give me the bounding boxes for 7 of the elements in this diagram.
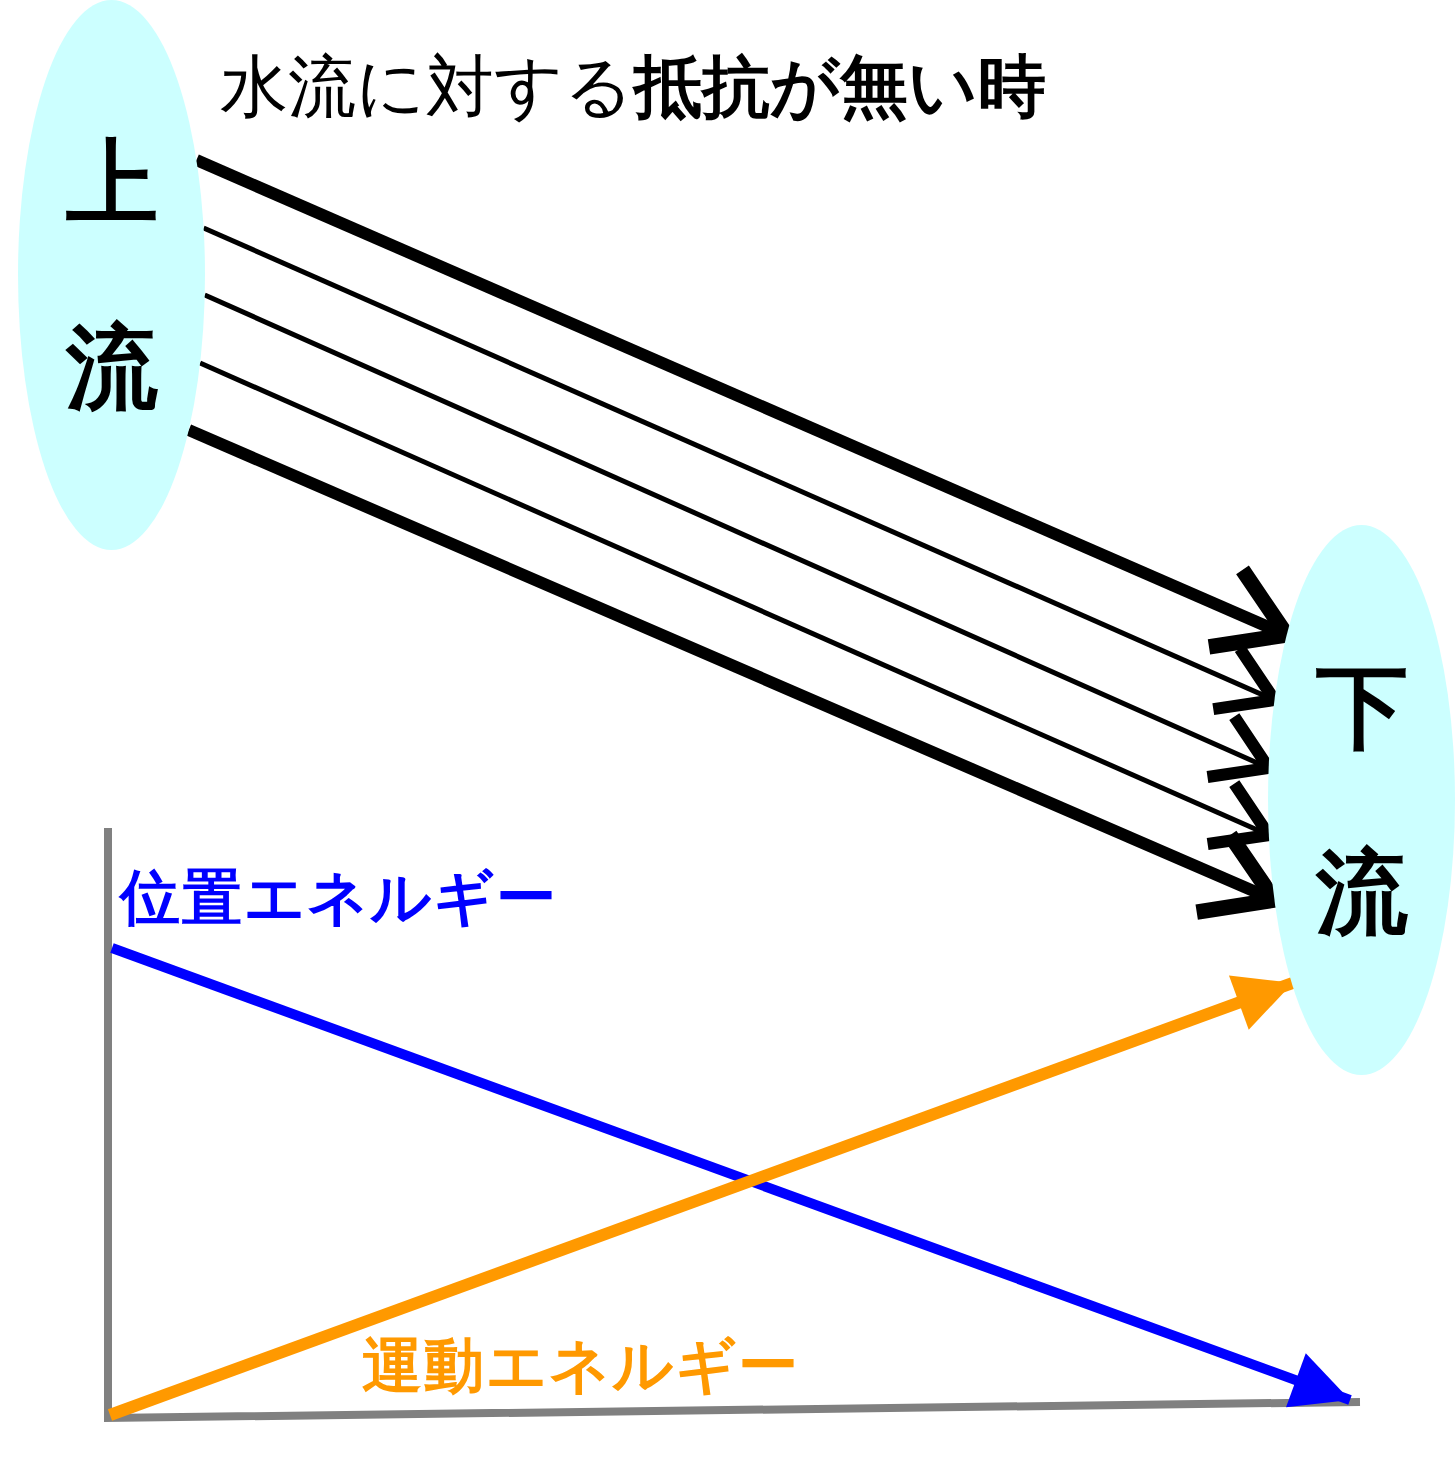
- title: 水流に対する抵抗が無い時: [220, 46, 1046, 128]
- ellipse-node: [1268, 525, 1455, 1075]
- node-label: 下流: [1314, 653, 1409, 948]
- energy-label: 位置エネルギー: [120, 861, 558, 934]
- energy-label: 運動エネルギー: [362, 1329, 800, 1402]
- ellipse-node: [18, 0, 205, 550]
- node-label: 上流: [64, 128, 159, 423]
